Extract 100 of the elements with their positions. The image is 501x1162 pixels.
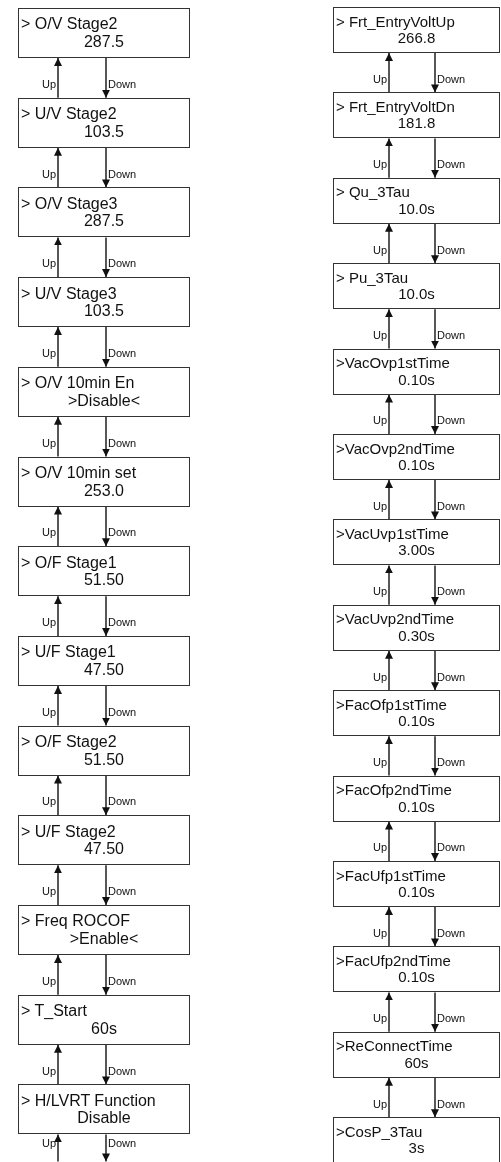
menu-item-title: > Frt_EntryVoltDn — [336, 98, 455, 116]
edge-label: Down — [437, 927, 466, 939]
arrow — [102, 236, 110, 278]
edge-label: Up — [41, 527, 56, 539]
menu-item-title: > Qu_3Tau — [336, 184, 410, 201]
arrow — [54, 147, 62, 189]
menu-item-title: > O/F Stage2 — [21, 733, 117, 751]
menu-screen-box — [333, 861, 500, 907]
menu-screen-box — [18, 366, 190, 417]
arrow — [431, 308, 439, 350]
menu-screen-box — [18, 725, 190, 776]
edge-label: Down — [108, 975, 137, 987]
edge-label: Down — [108, 796, 137, 808]
menu-item-title: > O/F Stage1 — [21, 553, 117, 572]
menu-item-title: > O/V 10min set — [21, 463, 137, 482]
menu-item-title: > Frt_EntryVoltUp — [336, 13, 455, 30]
arrow — [102, 57, 110, 99]
menu-item-value: 51.50 — [83, 571, 124, 589]
menu-screen-box — [18, 1084, 190, 1135]
edge-label: Up — [41, 706, 56, 718]
edge-label: Up — [372, 756, 387, 768]
menu-item-value: Disable — [77, 1109, 131, 1127]
menu-item-value: 181.8 — [397, 115, 436, 132]
edge-label: Down — [108, 347, 137, 359]
menu-item-value: >Disable< — [67, 391, 140, 410]
menu-item-title: >VacUvp1stTime — [336, 525, 449, 543]
menu-screen-box — [18, 905, 190, 955]
menu-screen-box — [333, 1117, 500, 1162]
arrow — [431, 52, 439, 94]
arrow — [54, 595, 62, 637]
edge-label: Up — [41, 347, 56, 359]
menu-item-value: 10.0s — [398, 286, 435, 303]
edge-label: Up — [41, 78, 56, 90]
menu-item-title: >VacOvp1stTime — [336, 355, 450, 372]
menu-item-value: 0.10s — [398, 969, 435, 986]
arrow — [431, 1077, 439, 1118]
arrow — [54, 57, 62, 99]
edge-label: Down — [437, 756, 466, 768]
menu-screen-box — [333, 519, 500, 566]
menu-item-title: >VacOvp2ndTime — [336, 440, 455, 457]
arrow — [385, 1077, 393, 1118]
arrow — [431, 650, 439, 691]
arrow — [54, 774, 62, 816]
menu-screen-box — [333, 946, 500, 993]
menu-screen-box — [333, 1031, 500, 1078]
menu-item-value: 287.5 — [83, 212, 124, 230]
arrow — [385, 906, 393, 948]
edge-label: Down — [437, 1098, 466, 1110]
arrow — [54, 1133, 62, 1162]
menu-screen-box — [18, 994, 190, 1045]
menu-item-title: > Freq ROCOF — [21, 912, 130, 930]
edge-label: Up — [41, 975, 56, 987]
menu-item-value: 47.50 — [83, 840, 124, 858]
menu-screen-box — [333, 604, 500, 651]
arrow — [385, 52, 393, 94]
menu-item-value: 47.50 — [83, 660, 124, 679]
menu-item-value: 0.10s — [398, 457, 435, 474]
edge-label: Down — [437, 842, 466, 854]
menu-screen-box — [18, 546, 190, 597]
menu-screen-box — [333, 775, 500, 822]
edge-label: Down — [108, 168, 137, 180]
menu-item-title: > U/V Stage3 — [21, 284, 117, 303]
arrow — [54, 326, 62, 368]
menu-item-title: >FacOfp2ndTime — [336, 782, 452, 799]
menu-item-value: 0.10s — [398, 371, 435, 389]
edge-label: Down — [437, 244, 466, 256]
edge-label: Up — [372, 415, 387, 427]
edge-label: Down — [437, 586, 466, 598]
edge-label: Down — [437, 159, 466, 171]
edge-label: Up — [41, 1138, 56, 1150]
menu-item-value: 10.0s — [398, 200, 435, 218]
menu-screen-box — [18, 456, 190, 507]
edge-label: Up — [372, 842, 387, 854]
edge-label: Up — [41, 258, 56, 270]
edge-label: Down — [437, 671, 466, 683]
edge-label: Up — [372, 500, 387, 512]
arrow — [102, 1133, 110, 1162]
menu-item-title: > O/V 10min En — [21, 374, 135, 392]
menu-item-value: 60s — [91, 1019, 117, 1038]
arrow — [385, 479, 393, 521]
arrow — [54, 416, 62, 458]
arrow — [431, 991, 439, 1033]
edge-label: Down — [437, 500, 466, 512]
arrow — [431, 906, 439, 948]
edge-label: Up — [41, 886, 56, 898]
arrow — [385, 137, 393, 179]
arrow — [431, 137, 439, 179]
menu-item-value: 103.5 — [83, 122, 124, 141]
arrow — [54, 864, 62, 906]
arrow — [102, 416, 110, 458]
menu-screen-box — [18, 815, 190, 866]
menu-item-value: 51.50 — [83, 750, 124, 769]
arrow — [102, 954, 110, 996]
edge-label: Down — [108, 886, 137, 898]
arrow — [431, 393, 439, 435]
menu-screen-box — [333, 7, 500, 53]
menu-item-title: > O/V Stage3 — [21, 194, 118, 213]
menu-item-title: > U/F Stage2 — [21, 822, 116, 841]
menu-item-value: 0.10s — [398, 713, 435, 730]
edge-label: Down — [108, 78, 137, 90]
